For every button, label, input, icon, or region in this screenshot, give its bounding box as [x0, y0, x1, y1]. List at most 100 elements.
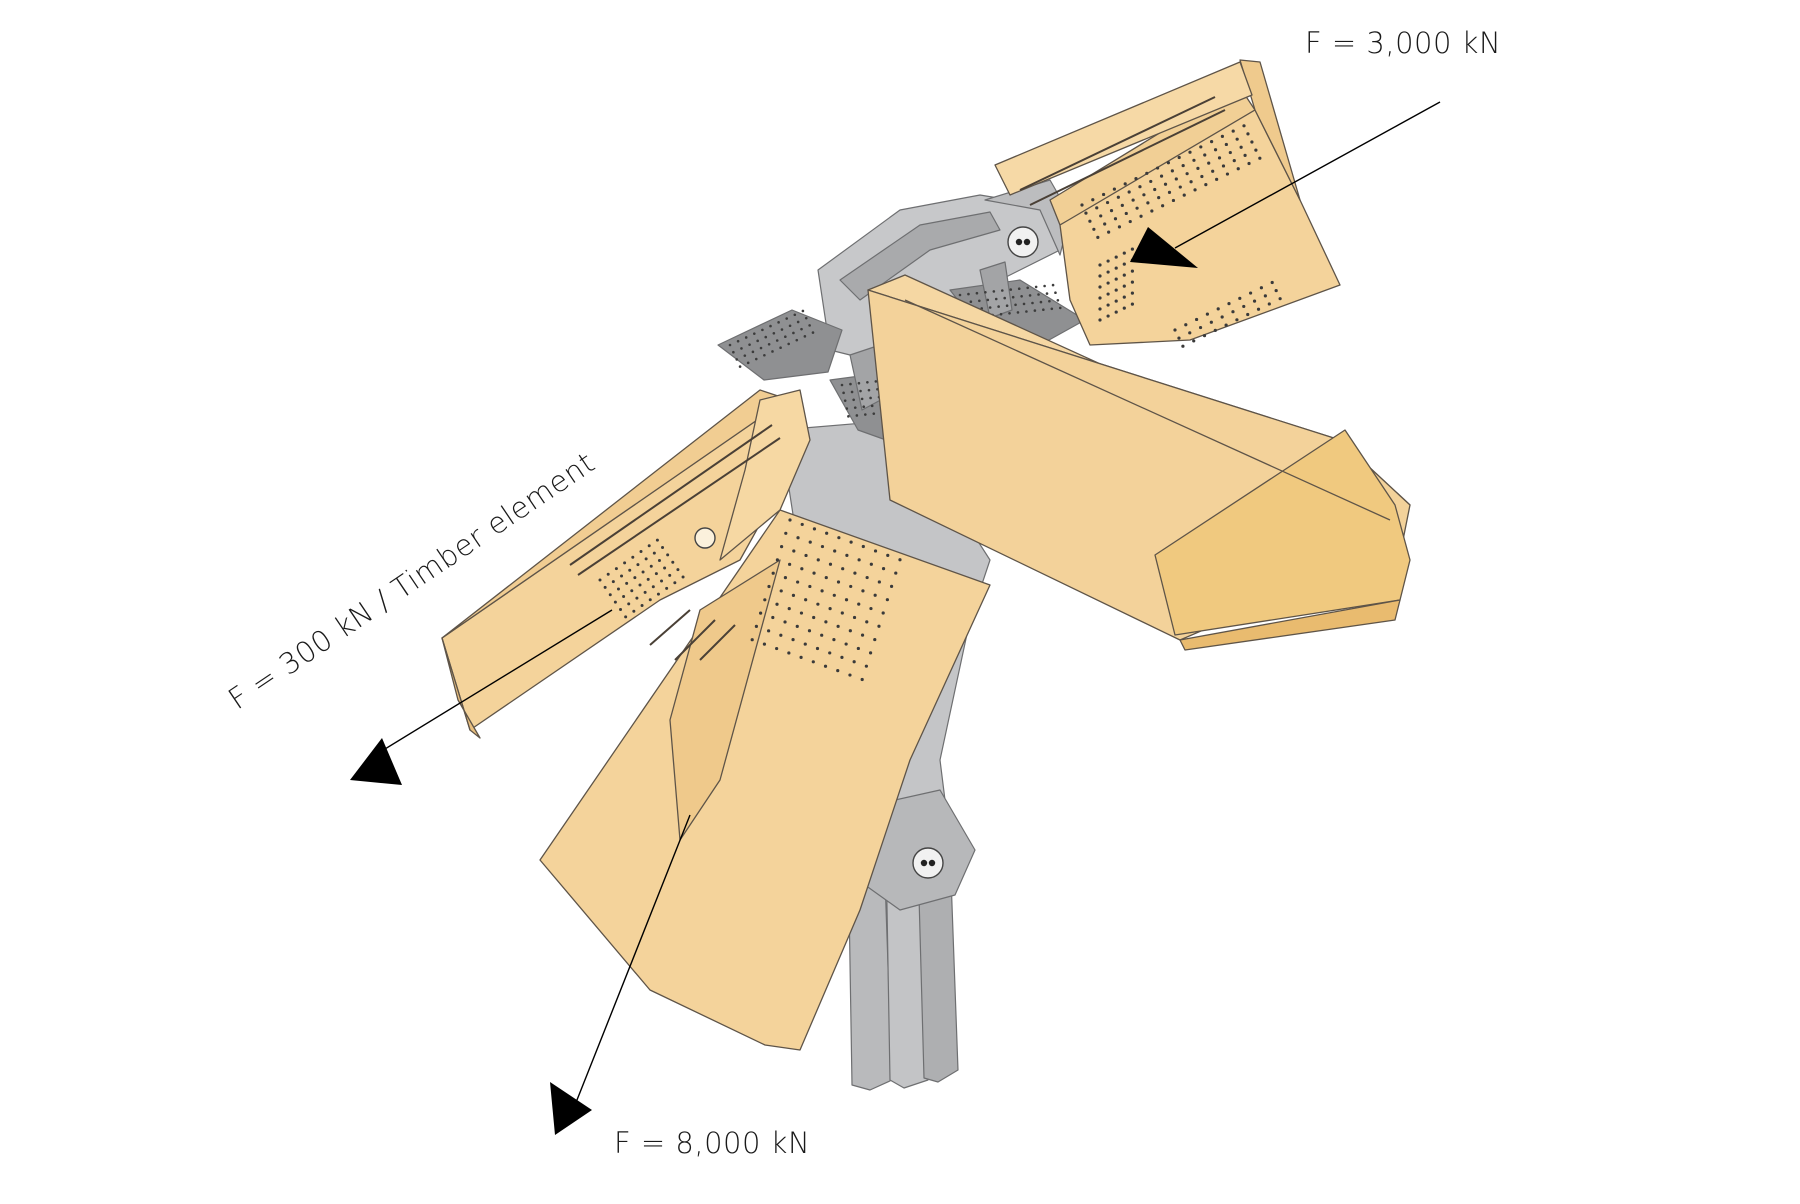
bolt-hole — [1088, 219, 1092, 223]
bolt-hole — [828, 607, 832, 611]
bolt-hole — [611, 580, 615, 584]
bolt-hole — [1198, 325, 1203, 330]
bolt-hole — [848, 629, 852, 633]
bolt-hole — [1236, 167, 1240, 171]
bolt-hole — [894, 571, 898, 575]
bolt-hole — [627, 602, 631, 606]
timber-cross-beam-end — [1154, 429, 1411, 636]
plate-hole — [771, 350, 774, 353]
bolt-hole — [836, 624, 840, 628]
bolt-hole — [811, 660, 815, 664]
bolt-hole — [856, 646, 860, 651]
plate-hole — [997, 305, 1000, 308]
bolt-hole — [750, 638, 754, 642]
timber-cross-beam-underside — [1179, 599, 1401, 651]
bolt-hole — [881, 567, 886, 571]
bolt-hole — [613, 600, 617, 604]
bolt-hole — [816, 602, 820, 606]
bolt-hole — [647, 544, 651, 548]
bolt-hole — [779, 589, 783, 593]
bolt-hole — [666, 553, 670, 557]
bolt-hole — [1098, 274, 1102, 278]
bolt-hole — [1120, 203, 1124, 207]
bolt-hole — [1216, 307, 1220, 311]
bolt-hole — [1235, 137, 1239, 141]
bolt-hole — [1098, 285, 1102, 289]
bolt-hole — [816, 558, 820, 562]
plate-hole — [958, 293, 962, 297]
plate-hole — [840, 383, 844, 387]
plate-hole — [743, 354, 747, 357]
bolt-hole — [873, 593, 877, 597]
bolt-hole — [775, 646, 779, 651]
bolt-hole — [787, 651, 791, 655]
bolt-hole — [1231, 129, 1235, 133]
bolt-hole — [807, 629, 812, 633]
plate-hole — [800, 327, 803, 331]
bolt-hole — [1117, 225, 1122, 229]
plate-hole — [740, 347, 743, 350]
plate-hole — [862, 405, 866, 409]
bolt-hole — [767, 584, 771, 589]
bolt-hole — [1157, 196, 1161, 200]
plate-hole — [1056, 299, 1060, 302]
bolt-hole — [630, 589, 634, 593]
bolt-hole — [1195, 317, 1199, 322]
bolt-hole — [665, 586, 669, 590]
bolt-hole — [796, 536, 800, 540]
bolt-hole — [1130, 291, 1134, 295]
plate-hole — [777, 321, 780, 324]
bolt-hole — [1252, 299, 1257, 303]
bolt-hole — [1170, 169, 1174, 173]
plate-hole — [759, 346, 763, 350]
bolt-hole — [800, 567, 804, 571]
bolt-hole — [654, 572, 658, 576]
bolt-hole — [820, 633, 824, 637]
plate-hole — [753, 332, 756, 335]
bolt-hole — [1112, 187, 1116, 191]
timber-left-end — [441, 637, 481, 739]
bolt-hole — [775, 558, 780, 562]
bolt-hole — [799, 611, 804, 615]
bolt-hole — [660, 579, 664, 583]
bolt-hole — [873, 549, 878, 553]
bolt-hole — [881, 611, 885, 615]
bolt-hole — [820, 544, 825, 549]
bolt-hole — [759, 611, 763, 615]
bolt-hole — [832, 638, 836, 642]
bolt-hole — [763, 598, 767, 602]
bolt-hole — [762, 642, 767, 646]
bolt-hole — [1177, 155, 1181, 160]
bolt-hole — [1156, 166, 1160, 170]
bolt-hole — [1231, 310, 1235, 314]
plate-hole — [849, 382, 852, 386]
bolt-hole — [673, 581, 677, 585]
bolt-hole — [1174, 177, 1178, 181]
bolt-hole — [1182, 193, 1186, 197]
bolt-hole — [623, 561, 627, 565]
bolt-hole — [603, 585, 607, 589]
plate-hole — [772, 332, 776, 335]
force-arrow-top-head-icon — [1130, 227, 1198, 268]
bolt-hole — [784, 531, 788, 535]
bolt-hole — [791, 593, 796, 597]
bolt-hole — [663, 566, 667, 570]
plate-hole — [764, 335, 768, 339]
bolt-hole — [1122, 273, 1126, 277]
plate-hole — [988, 306, 992, 309]
bolt-hole — [812, 571, 816, 575]
bolt-hole — [1122, 295, 1126, 299]
bolt-hole — [1242, 124, 1246, 128]
bolt-hole — [804, 598, 808, 602]
bolt-hole — [1130, 247, 1134, 251]
plate-hole — [746, 361, 750, 365]
bolt-hole — [877, 624, 881, 628]
bolt-hole — [861, 589, 865, 593]
bolt-hole — [799, 655, 803, 659]
bolt-hole — [864, 664, 868, 668]
bolt-hole — [643, 590, 647, 594]
bolt-hole — [767, 629, 771, 633]
plate-hole — [1058, 306, 1062, 310]
bolt-hole — [640, 604, 644, 607]
bolt-hole — [1142, 193, 1146, 197]
